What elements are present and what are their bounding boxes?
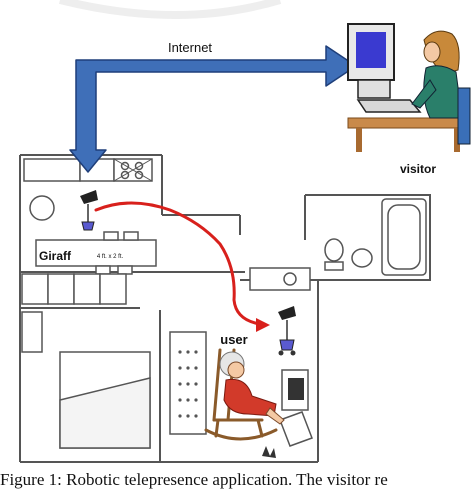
robot-head xyxy=(278,306,296,320)
footstool xyxy=(279,411,313,447)
dot xyxy=(194,414,198,418)
robot-label: Giraff xyxy=(39,249,72,263)
floorplan xyxy=(19,154,431,463)
dot xyxy=(178,382,182,386)
user-face xyxy=(227,361,245,379)
stove-cross xyxy=(113,158,153,182)
robot-icon xyxy=(80,190,98,231)
internet-label: Internet xyxy=(168,40,212,55)
chair xyxy=(123,231,139,241)
monitor-base xyxy=(357,79,391,99)
plant-icon xyxy=(262,446,276,458)
cabinet xyxy=(21,273,49,305)
table-note: 4 ft. x 2 ft. xyxy=(97,254,124,260)
dot xyxy=(194,398,198,402)
internet-arrow xyxy=(69,45,357,173)
dot xyxy=(186,398,190,402)
robot-path-arrowhead xyxy=(256,318,270,332)
stove-cross-line xyxy=(113,158,153,182)
side-cabinet xyxy=(21,311,43,353)
visitor-person-icon xyxy=(411,30,471,145)
visitor-label: visitor xyxy=(400,162,436,176)
dot xyxy=(194,350,198,354)
visitor-chair xyxy=(457,87,471,145)
chair-leg xyxy=(214,418,220,438)
desk-leg xyxy=(454,128,460,152)
cabinet xyxy=(47,273,75,305)
toilet-tank xyxy=(324,261,344,271)
user-label: user xyxy=(220,332,247,347)
robot-body xyxy=(279,339,295,351)
round-table xyxy=(29,195,55,221)
chair-leg xyxy=(256,418,264,438)
dot xyxy=(186,366,190,370)
tv-set xyxy=(288,378,304,400)
tv-table xyxy=(281,369,309,411)
kitchenette-sink xyxy=(283,272,297,286)
bathtub-inner xyxy=(387,204,421,270)
dining-table xyxy=(35,231,157,275)
robot-wheel xyxy=(278,350,284,356)
background-arc xyxy=(59,0,282,19)
desk-leg xyxy=(356,128,362,152)
robot-wheel xyxy=(290,350,296,356)
counter-left xyxy=(23,158,81,182)
chair xyxy=(117,265,133,275)
wardrobe-dots xyxy=(178,350,198,418)
kitchenette xyxy=(249,267,311,291)
chair-back xyxy=(212,348,222,422)
dot xyxy=(178,350,182,354)
toilet xyxy=(324,238,344,262)
elderly-user-icon xyxy=(204,348,285,441)
chair xyxy=(95,265,111,275)
bed-cover xyxy=(59,377,151,449)
visitor-workstation xyxy=(347,23,471,152)
dot xyxy=(186,350,190,354)
cabinet xyxy=(73,273,101,305)
dot xyxy=(194,382,198,386)
dot xyxy=(186,414,190,418)
user-legs xyxy=(265,407,285,425)
robot-body xyxy=(81,221,95,231)
cabinet-row xyxy=(21,273,127,305)
cabinet xyxy=(99,273,127,305)
kitchenette-counter xyxy=(249,267,311,291)
visitor-face xyxy=(423,41,441,63)
visitor-arm xyxy=(411,79,437,109)
robot-path xyxy=(94,201,262,326)
bed xyxy=(59,351,151,449)
robot-head xyxy=(80,190,98,204)
dot xyxy=(178,398,182,402)
monitor-screen xyxy=(356,32,386,68)
computer-icon xyxy=(347,23,422,113)
dot xyxy=(178,366,182,370)
figure-caption: Figure 1: Robotic telepresence applicati… xyxy=(0,470,388,489)
keyboard xyxy=(356,99,422,113)
dot xyxy=(194,366,198,370)
wall-bath-outer xyxy=(240,194,431,281)
bathroom xyxy=(324,198,427,276)
table-top xyxy=(35,239,157,267)
robot-destination-icon xyxy=(278,306,296,356)
chair-rocker xyxy=(204,428,278,441)
dot xyxy=(178,414,182,418)
desk xyxy=(347,117,469,129)
dot xyxy=(186,382,190,386)
washbasin xyxy=(351,248,373,268)
chair xyxy=(103,231,119,241)
